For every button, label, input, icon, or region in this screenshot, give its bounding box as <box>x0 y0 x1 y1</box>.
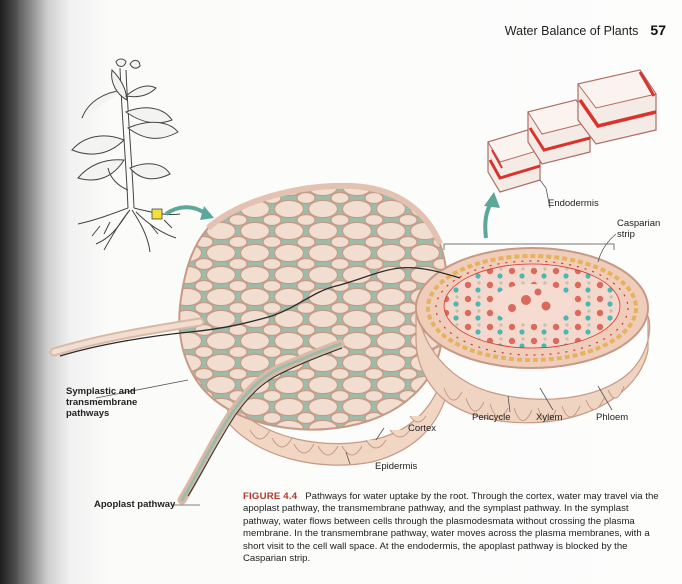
figure-caption-text: Pathways for water uptake by the root. T… <box>243 491 659 564</box>
label-symplastic-pathways: Symplastic and transmembrane pathways <box>66 386 137 419</box>
root-zoom-marker <box>152 209 162 219</box>
label-phloem: Phloem <box>596 412 628 423</box>
label-apoplast-pathway: Apoplast pathway <box>94 499 175 510</box>
zoom-arrow-head <box>200 206 214 220</box>
label-endodermis: Endodermis <box>548 198 599 209</box>
endodermis-cells <box>488 70 656 192</box>
label-epidermis: Epidermis <box>375 461 417 472</box>
plant-sketch <box>72 59 180 252</box>
zoom-arrow <box>166 207 206 214</box>
label-pericycle: Pericycle <box>472 412 511 423</box>
label-xylem: Xylem <box>536 412 562 423</box>
cortex-tissue <box>179 186 447 430</box>
label-casparian-line-1: Casparian <box>617 218 660 229</box>
stele-cross-section <box>416 248 650 423</box>
label-casparian-strip: Casparian strip <box>617 218 660 240</box>
label-cortex: Cortex <box>408 423 436 434</box>
figure-label: FIGURE 4.4 <box>243 491 297 502</box>
label-symplastic-line-1: Symplastic and <box>66 386 137 397</box>
endodermis-zoom-arrow <box>485 202 492 238</box>
figure-caption: FIGURE 4.4 Pathways for water uptake by … <box>243 491 663 565</box>
label-symplastic-line-3: pathways <box>66 408 137 419</box>
label-symplastic-line-2: transmembrane <box>66 397 137 408</box>
label-casparian-line-2: strip <box>617 229 660 240</box>
